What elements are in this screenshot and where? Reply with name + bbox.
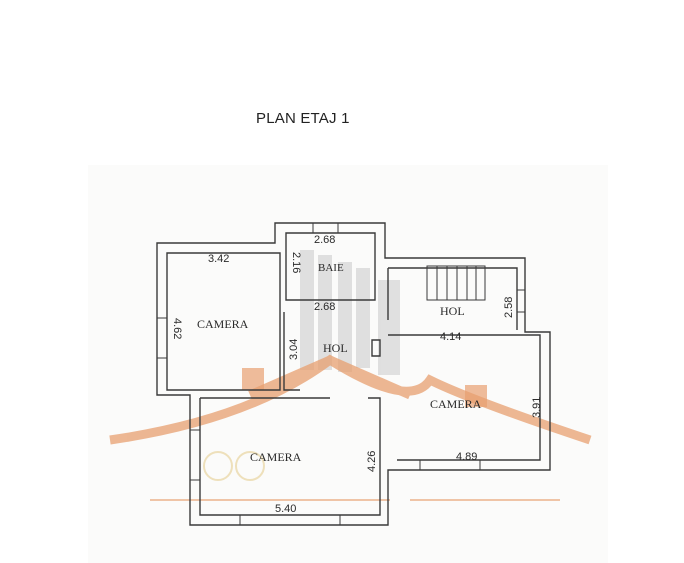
dim-camera-nw-width: 3.42 xyxy=(208,253,229,265)
dim-camera-nw-height: 4.62 xyxy=(171,318,183,339)
room-label-baie: BAIE xyxy=(318,262,344,274)
dim-camera-e-width: 4.89 xyxy=(456,451,477,463)
room-label-camera-e: CAMERA xyxy=(430,397,482,411)
dim-camera-e-height: 3.91 xyxy=(531,397,543,418)
dim-hol-ne-height: 2.58 xyxy=(503,297,515,318)
watermark-building xyxy=(300,250,400,375)
room-label-camera-sw: CAMERA xyxy=(250,450,302,464)
windows xyxy=(156,222,526,526)
room-label-camera-nw: CAMERA xyxy=(197,317,249,331)
dim-baie-side: 2.16 xyxy=(290,252,302,273)
dim-camera-sw-width: 5.40 xyxy=(275,503,296,515)
dim-hol-ne-width: 4.14 xyxy=(440,331,461,343)
room-label-hol-center: HOL xyxy=(323,341,348,355)
dim-baie-top: 2.68 xyxy=(314,234,335,246)
dim-baie-bottom: 2.68 xyxy=(314,301,335,313)
stairs xyxy=(426,265,486,301)
plan-title: PLAN ETAJ 1 xyxy=(256,110,350,127)
dim-hol-center: 3.04 xyxy=(288,339,300,360)
dim-camera-sw-height: 4.26 xyxy=(366,451,378,472)
room-label-hol-ne: HOL xyxy=(440,304,465,318)
watermark-roof xyxy=(109,354,592,445)
